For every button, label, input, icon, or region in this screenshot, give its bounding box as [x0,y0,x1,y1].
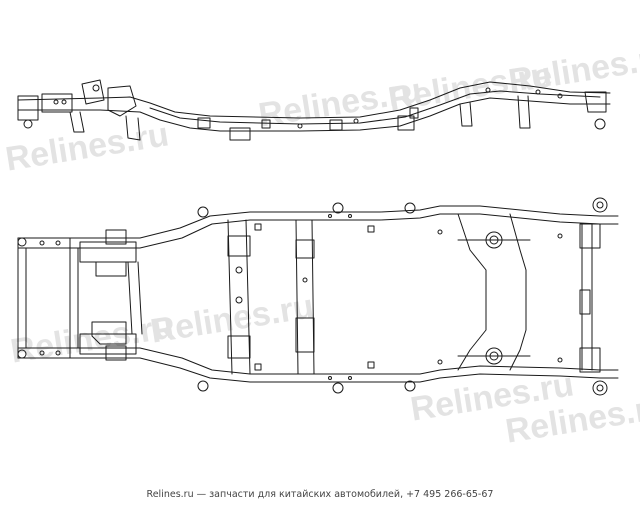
frame-top-view [17,197,619,396]
frame-side-view [17,79,611,141]
footer-caption: Relines.ru — запчасти для китайских авто… [146,489,494,500]
